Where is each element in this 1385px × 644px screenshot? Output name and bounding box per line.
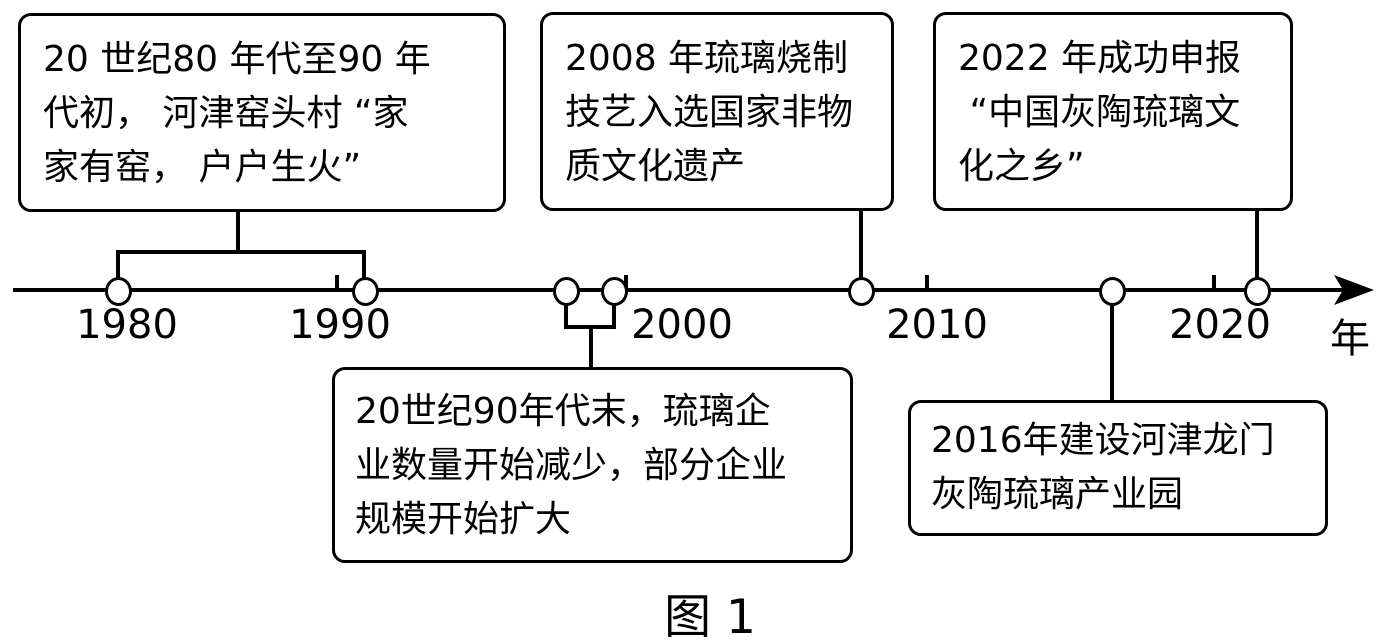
year-label-1980: 1980 [76, 302, 178, 348]
bracket-1980s-top [116, 250, 366, 254]
event-box-2016-line2: 灰陶琉璃产业园 [931, 474, 1184, 515]
connector-2016 [1110, 300, 1114, 402]
connector-stem-late90s-box [589, 325, 593, 369]
marker-late-1990s-a [553, 277, 580, 306]
tick-2000 [624, 275, 628, 289]
connector-stem-1980s-box [236, 210, 240, 254]
connector-2008 [859, 208, 863, 282]
year-label-2020: 2020 [1169, 302, 1271, 348]
tick-2020 [1212, 275, 1216, 289]
event-box-late90s-line1: 20世纪90年代末，琉璃企 [355, 391, 771, 432]
connector-2022 [1255, 208, 1259, 282]
year-label-1990: 1990 [289, 302, 391, 348]
event-box-1980s-line2: 代初， 河津窑头村 “家 [43, 93, 409, 134]
marker-2008 [848, 277, 875, 306]
year-label-2000: 2000 [631, 302, 733, 348]
event-box-2022-line3: 化之乡” [958, 146, 1085, 187]
event-box-late90s: 20世纪90年代末，琉璃企 业数量开始减少，部分企业 规模开始扩大 [332, 367, 853, 563]
marker-early-1990s [352, 277, 379, 306]
event-box-late90s-line3: 规模开始扩大 [355, 499, 572, 540]
bracket-late90s-right-leg [612, 300, 616, 329]
marker-1980 [105, 277, 132, 306]
year-label-2010: 2010 [886, 302, 988, 348]
event-box-2008-line3: 质文化遗产 [565, 146, 746, 187]
tick-2010 [925, 275, 929, 289]
tick-1990 [335, 275, 339, 289]
bracket-1980s-right-leg [362, 250, 366, 282]
event-box-2008-line1: 2008 年琉璃烧制 [565, 38, 849, 79]
bracket-late90s-left-leg [564, 300, 568, 329]
event-box-1980s-line3: 家有窑， 户户生火” [43, 147, 362, 188]
event-box-2016: 2016年建设河津龙门 灰陶琉璃产业园 [908, 400, 1328, 536]
event-box-1980s: 20 世纪80 年代至90 年 代初， 河津窑头村 “家 家有窑， 户户生火” [18, 13, 506, 212]
event-box-late90s-line2: 业数量开始减少，部分企业 [355, 445, 788, 486]
axis-arrow-icon [1334, 275, 1374, 305]
marker-2022 [1244, 277, 1271, 306]
figure-caption: 图 1 [664, 590, 756, 644]
event-box-2022-line1: 2022 年成功申报 [958, 38, 1242, 79]
marker-late-1990s-b [601, 277, 628, 306]
event-box-2022: 2022 年成功申报 “中国灰陶琉璃文 化之乡” [933, 12, 1293, 211]
event-box-2016-line1: 2016年建设河津龙门 [931, 420, 1275, 461]
axis-unit-label: 年 [1330, 316, 1370, 362]
event-box-2008: 2008 年琉璃烧制 技艺入选国家非物 质文化遗产 [540, 12, 894, 211]
event-box-1980s-line1: 20 世纪80 年代至90 年 [43, 39, 431, 80]
event-box-2008-line2: 技艺入选国家非物 [565, 92, 854, 133]
timeline-axis [13, 288, 1343, 292]
marker-2016 [1099, 277, 1126, 306]
bracket-1980s-left-leg [116, 250, 120, 282]
event-box-2022-line2: “中国灰陶琉璃文 [958, 92, 1241, 133]
